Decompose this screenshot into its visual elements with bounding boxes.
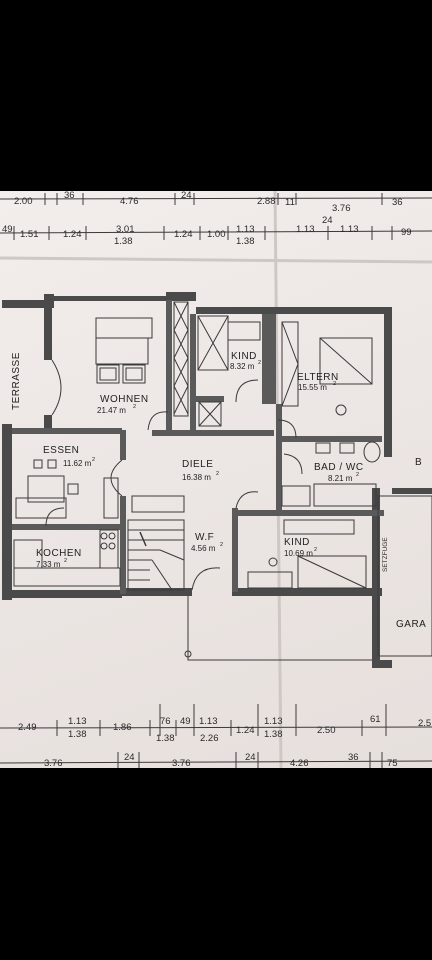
svg-text:2: 2 (258, 360, 261, 366)
dimension-label: 1.24 (236, 725, 255, 736)
dimension-label: 2.5 (418, 718, 431, 729)
dimension-label: 3.76 (332, 203, 351, 214)
dimension-label: 24 (322, 215, 333, 226)
dimension-label: 4.26 (290, 758, 309, 768)
dimension-label: 1.13 (236, 224, 255, 235)
dimension-label: 1.13 (340, 224, 359, 235)
room-label-eltern: ELTERN (297, 372, 339, 383)
dimension-label: 1.13 (296, 224, 315, 235)
room-label-wf: W.F (195, 532, 214, 543)
interior-walls (12, 300, 384, 594)
dimension-label: 1.38 (114, 236, 133, 247)
svg-text:2: 2 (314, 547, 317, 553)
dimension-label: 2.00 (14, 196, 33, 207)
dimension-label: 36 (64, 191, 75, 201)
room-area-wf: 4.56 m (191, 544, 216, 553)
dimension-label: 1.86 (113, 722, 132, 733)
label-setzfuge: SETZFUGE (382, 537, 389, 572)
dimension-label: 1.24 (63, 229, 82, 240)
dimension-label: 4.76 (120, 196, 139, 207)
room-label-wohnen: WOHNEN (100, 394, 149, 405)
dimension-label: 24 (124, 752, 135, 763)
room-label-garage: GARA (396, 619, 426, 630)
dimension-label: 1.51 (20, 229, 39, 240)
room-label-kochen: KOCHEN (36, 548, 82, 559)
room-area-diele: 16.38 m (182, 473, 211, 482)
dimension-label: 2.49 (18, 722, 37, 733)
svg-text:2: 2 (92, 457, 95, 463)
label-b: B (415, 457, 422, 468)
dimension-label: 76 (160, 716, 171, 727)
dimension-label: 1.38 (264, 729, 283, 740)
dimension-label: 1.38 (68, 729, 87, 740)
dimension-label: 24 (245, 752, 256, 763)
room-area-wohnen: 21.47 m (97, 406, 126, 415)
room-area-kind-1: 8.32 m (230, 362, 255, 371)
svg-text:2: 2 (356, 472, 359, 478)
dimension-label: 2.88 (257, 196, 276, 207)
dimension-label: 11 (285, 197, 295, 208)
dimension-label: 1.13 (264, 716, 283, 727)
dimension-label: 1.38 (236, 236, 255, 247)
room-label-kind-1: KIND (231, 351, 257, 362)
room-label-kind-2: KIND (284, 537, 310, 548)
room-area-kochen: 7.33 m (36, 560, 61, 569)
room-area-eltern: 15.55 m (298, 383, 327, 392)
dimension-label: 49 (180, 716, 191, 727)
dimension-lines-bottom (0, 704, 432, 768)
dimension-label: 24 (181, 191, 192, 201)
dimension-label: 99 (401, 227, 412, 238)
dimension-label: 75 (387, 758, 398, 768)
room-area-bad-wc: 8.21 m (328, 474, 353, 483)
paper-fold-horizontal (0, 256, 432, 264)
dimension-label: 2.50 (317, 725, 336, 736)
dimension-label: 1.24 (174, 229, 193, 240)
svg-text:2: 2 (333, 381, 336, 387)
svg-text:2: 2 (220, 542, 223, 548)
room-area-kind-2: 10.69 m (284, 549, 313, 558)
room-label-essen: ESSEN (43, 445, 79, 456)
dimension-labels-top-row1: 2.00 36 4.76 24 2.88 11 3.76 36 (14, 191, 403, 214)
dimension-label: 1.00 (207, 229, 226, 240)
dimension-label: 36 (348, 752, 359, 763)
room-label-terrasse: TERRASSE (11, 352, 22, 410)
room-label-diele: DIELE (182, 459, 213, 470)
svg-text:2: 2 (64, 558, 67, 564)
room-area-essen: 11.62 m (63, 459, 92, 468)
dimension-label: 3.01 (116, 224, 135, 235)
svg-text:2: 2 (216, 471, 219, 477)
dimension-label: 3.76 (44, 758, 63, 768)
furniture (13, 301, 432, 661)
svg-text:2: 2 (133, 404, 136, 410)
dimension-lines-top (0, 193, 432, 240)
dimension-label: 49 (2, 224, 13, 235)
dimension-label: 61 (370, 714, 381, 725)
dimension-labels-bottom-row1: 2.49 1.13 1.38 1.86 76 49 1.38 1.13 2.26 1.24 1.13… (18, 714, 431, 744)
exterior-walls (2, 292, 432, 668)
dimension-label: 36 (392, 197, 403, 208)
dimension-label: 3.76 (172, 758, 191, 768)
dimension-label: 1.13 (68, 716, 87, 727)
room-labels: TERRASSE WOHNEN 21.47 m 2 KIND 8.32 m 2 … (11, 351, 426, 630)
dimension-labels-bottom-row2: 3.76 24 3.76 24 4.26 36 75 (44, 752, 398, 768)
dimension-label: 1.13 (199, 716, 218, 727)
dimension-label: 2.26 (200, 733, 219, 744)
dimension-label: 1.38 (156, 733, 175, 744)
room-label-bad-wc: BAD / WC (314, 462, 364, 473)
